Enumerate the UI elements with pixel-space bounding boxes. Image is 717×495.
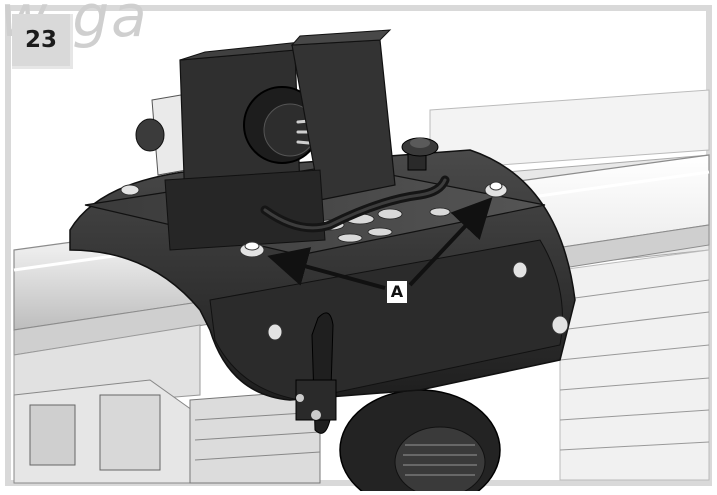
handle-lever [295, 312, 337, 434]
knob [401, 137, 439, 171]
lower-frame [13, 379, 321, 484]
step-number-badge: 23 [12, 14, 73, 69]
motor [339, 389, 501, 495]
socket-housing [135, 29, 396, 251]
step-number: 23 [24, 27, 57, 53]
callout-label-a: A [387, 281, 407, 303]
callout-arrows [267, 197, 493, 290]
screws [120, 181, 569, 341]
